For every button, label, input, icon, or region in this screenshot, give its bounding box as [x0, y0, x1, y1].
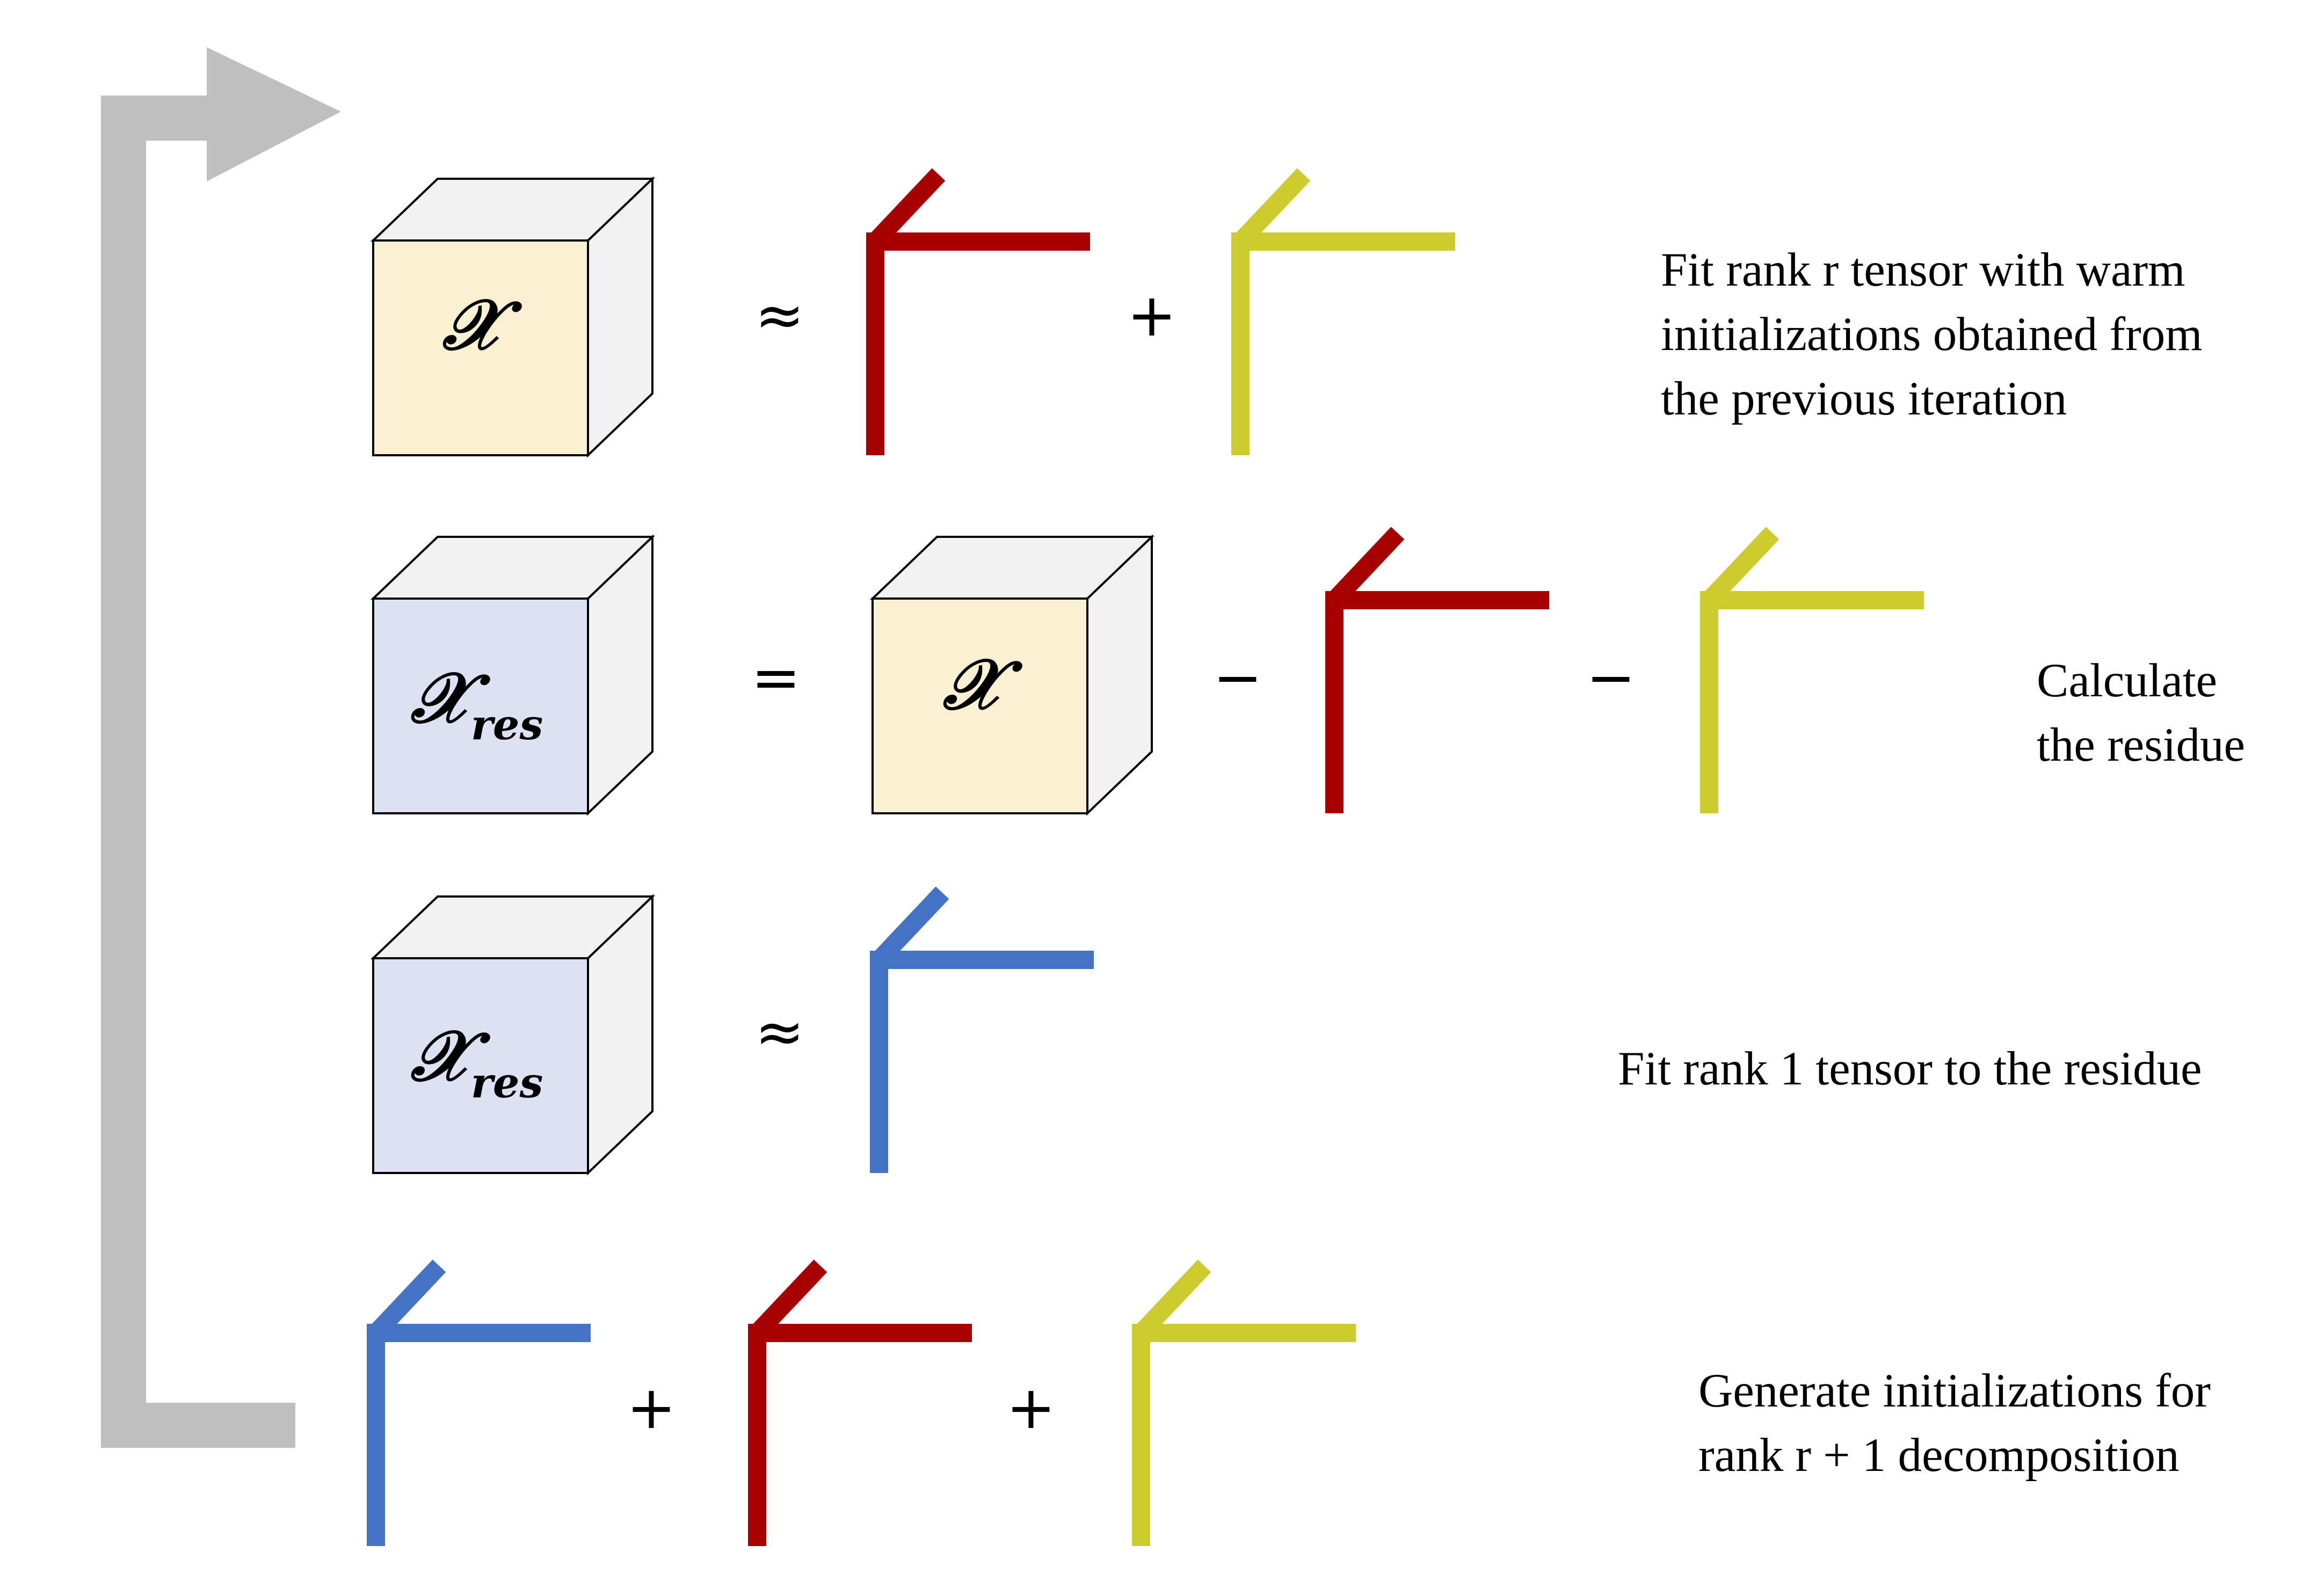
rank-one-component-yellow — [1700, 527, 1924, 813]
residual-tensor-cube: 𝒳res — [371, 894, 655, 1176]
tensor-cube-x: 𝒳 — [371, 176, 655, 458]
step-description-3: Fit rank 1 tensor to the residue — [1618, 1043, 2202, 1095]
rank-one-component-red — [866, 168, 1090, 455]
loop-arrow-head — [207, 47, 341, 181]
rank-one-component-red — [1325, 527, 1549, 813]
row-3: 𝒳res ≈ Fit rank 1 tensor to the residue — [371, 886, 2202, 1176]
rank-one-component-yellow — [1231, 168, 1455, 455]
approx-operator: ≈ — [755, 997, 804, 1066]
step-description-1: Fit rank r tensor with warm initializati… — [1661, 244, 2214, 425]
plus-operator: + — [627, 1373, 676, 1442]
residual-symbol: 𝒳res — [410, 1015, 543, 1107]
rank-one-component-yellow — [1132, 1259, 1356, 1546]
step-description-2: Calculate the residue — [2037, 654, 2245, 771]
loop-arrow-body — [101, 96, 295, 1448]
row-1: 𝒳 ≈ + Fit rank r tensor with warm initia… — [371, 168, 2214, 458]
minus-operator: − — [1586, 643, 1636, 712]
equals-operator: = — [751, 643, 801, 712]
minus-operator: − — [1213, 643, 1262, 712]
step-description-4: Generate initializations for rank r + 1 … — [1698, 1365, 2223, 1482]
rank-one-component-blue — [367, 1259, 591, 1546]
residual-tensor-cube: 𝒳res — [371, 534, 655, 816]
rank-one-component-blue — [870, 886, 1094, 1173]
plus-operator: + — [1006, 1373, 1056, 1442]
row-2: 𝒳res = 𝒳 − − Calculate the residue — [371, 527, 2245, 816]
loop-arrow — [101, 47, 341, 1448]
approx-operator: ≈ — [755, 281, 804, 349]
tensor-cube-x: 𝒳 — [870, 534, 1154, 816]
plus-operator: + — [1127, 281, 1176, 349]
row-4: + + Generate initializations for rank r … — [367, 1259, 2223, 1546]
rank-one-component-red — [748, 1259, 972, 1546]
